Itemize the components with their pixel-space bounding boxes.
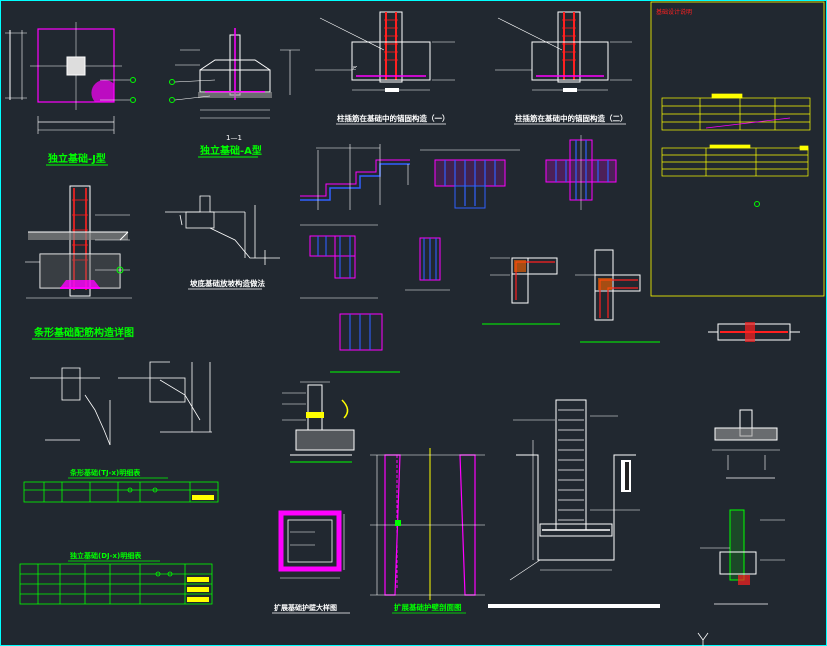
label-pad-a: 独立基础-J型 — [48, 152, 106, 165]
table-strip-foundation[interactable] — [23, 481, 219, 503]
svg-text:1—1: 1—1 — [226, 134, 242, 142]
label-table-1: 条形基础(TJ-x)明细表 — [69, 468, 141, 477]
table-pad-foundation[interactable] — [19, 563, 213, 605]
pad-foundation-j-plan[interactable] — [5, 22, 136, 134]
beam-detail-small[interactable] — [330, 313, 400, 373]
pier-wall-section[interactable] — [370, 448, 485, 600]
pile-cap-detail[interactable] — [282, 381, 355, 463]
wall-footing-detail[interactable] — [700, 509, 785, 605]
excavation-slope-detail-right[interactable] — [118, 361, 212, 433]
beam-junction-t-detail[interactable] — [420, 149, 520, 209]
pad-foundation-a-section[interactable]: 1—1 — [169, 28, 301, 142]
label-pier-section: 扩展基础护壁剖面图 — [394, 602, 462, 612]
stepped-footing-detail[interactable] — [300, 144, 410, 226]
slab-joint-detail[interactable] — [708, 322, 800, 342]
beam-junction-cross-detail[interactable] — [545, 135, 617, 210]
slope-construction-detail[interactable] — [165, 195, 280, 265]
column-anchorage-detail-2[interactable] — [495, 11, 632, 92]
ground-beam-detail[interactable] — [712, 409, 780, 479]
label-col-anchorage-1: 柱插筋在基础中的锚固构造（一） — [337, 113, 450, 123]
ucs-axis-icon — [697, 632, 709, 646]
notes-title: 基础设计说明 — [656, 8, 692, 16]
svg-text:hj: hj — [352, 65, 358, 70]
column-footing-section-large[interactable] — [509, 399, 640, 581]
notes-table-2[interactable] — [661, 144, 809, 177]
column-anchorage-detail-1[interactable]: hj — [315, 11, 455, 92]
design-notes-panel[interactable]: 基础设计说明 — [650, 1, 825, 297]
strip-foundation-section[interactable] — [25, 185, 132, 299]
label-slope: 坡底基础放坡构造做法 — [190, 278, 265, 288]
label-table-2: 独立基础(DJ-x)明细表 — [69, 551, 142, 560]
pier-wall-plan[interactable] — [278, 510, 345, 579]
label-col-anchorage-2: 柱插筋在基础中的锚固构造（二） — [515, 113, 628, 123]
corner-detail-l[interactable] — [300, 235, 378, 299]
label-strip: 条形基础配筋构造详图 — [33, 326, 134, 339]
column-section-small[interactable] — [405, 237, 450, 291]
corner-joint-detail[interactable] — [482, 257, 560, 325]
notes-table-1[interactable] — [661, 93, 811, 131]
t-joint-detail[interactable] — [575, 249, 660, 343]
label-pad-b: 独立基础-A型 — [200, 144, 262, 157]
excavation-slope-detail-left[interactable] — [30, 367, 111, 446]
label-pier-plan: 扩展基础护壁大样图 — [274, 603, 337, 612]
